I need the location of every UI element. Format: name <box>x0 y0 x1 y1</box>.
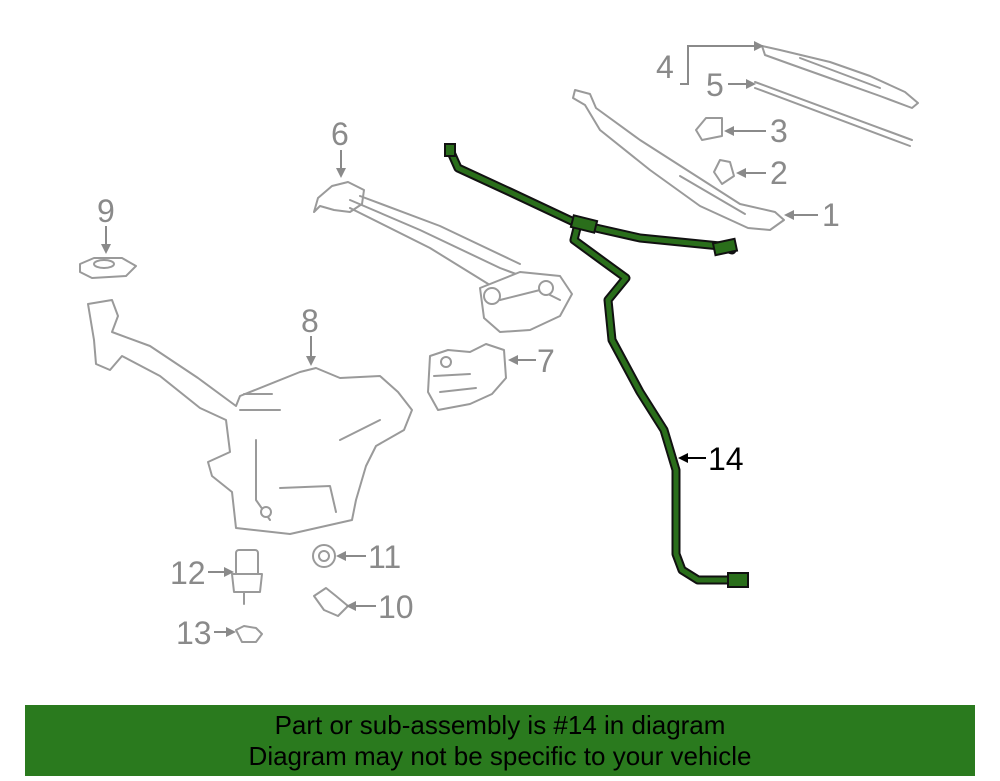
parts-diagram: 1 2 3 4 5 6 7 8 9 10 11 12 13 14 <box>79 41 919 651</box>
callout-13[interactable]: 13 <box>176 615 212 651</box>
callout-4[interactable]: 4 <box>656 49 674 85</box>
wiper-arm-part-1[interactable] <box>572 89 785 231</box>
callout-1[interactable]: 1 <box>822 197 840 233</box>
wiper-motor-part-7[interactable] <box>427 343 507 411</box>
wiper-blade-part-4[interactable] <box>761 45 919 109</box>
banner-line-2: Diagram may not be specific to your vehi… <box>248 741 752 771</box>
callout-5[interactable]: 5 <box>706 67 724 103</box>
banner-line-1: Part or sub-assembly is #14 in diagram <box>274 710 726 740</box>
nut-part-2[interactable] <box>713 159 735 185</box>
callout-7[interactable]: 7 <box>537 343 555 379</box>
elbow-part-10[interactable] <box>313 587 349 617</box>
washer-pump-part-12[interactable] <box>231 549 263 605</box>
arm-cap-part-3[interactable] <box>695 117 723 141</box>
filler-cap-part-9[interactable] <box>79 257 137 279</box>
wiper-refill-part-5[interactable] <box>754 81 913 147</box>
wiper-linkage-part-6[interactable] <box>313 181 573 333</box>
info-banner: Part or sub-assembly is #14 in diagram D… <box>25 705 975 776</box>
pump-seal-part-13[interactable] <box>235 625 263 643</box>
callout-12[interactable]: 12 <box>170 555 206 591</box>
washer-reservoir-part-8[interactable] <box>87 299 413 535</box>
callout-2[interactable]: 2 <box>770 155 788 191</box>
grommet-part-11[interactable] <box>312 544 336 568</box>
callout-arrows <box>101 41 818 637</box>
callout-3[interactable]: 3 <box>770 113 788 149</box>
washer-hose-part-14[interactable] <box>444 143 749 588</box>
callout-11[interactable]: 11 <box>368 539 401 575</box>
callout-6[interactable]: 6 <box>331 116 349 152</box>
callout-14[interactable]: 14 <box>708 441 744 477</box>
callout-8[interactable]: 8 <box>301 303 319 339</box>
callout-9[interactable]: 9 <box>97 193 115 229</box>
callout-10[interactable]: 10 <box>378 589 414 625</box>
